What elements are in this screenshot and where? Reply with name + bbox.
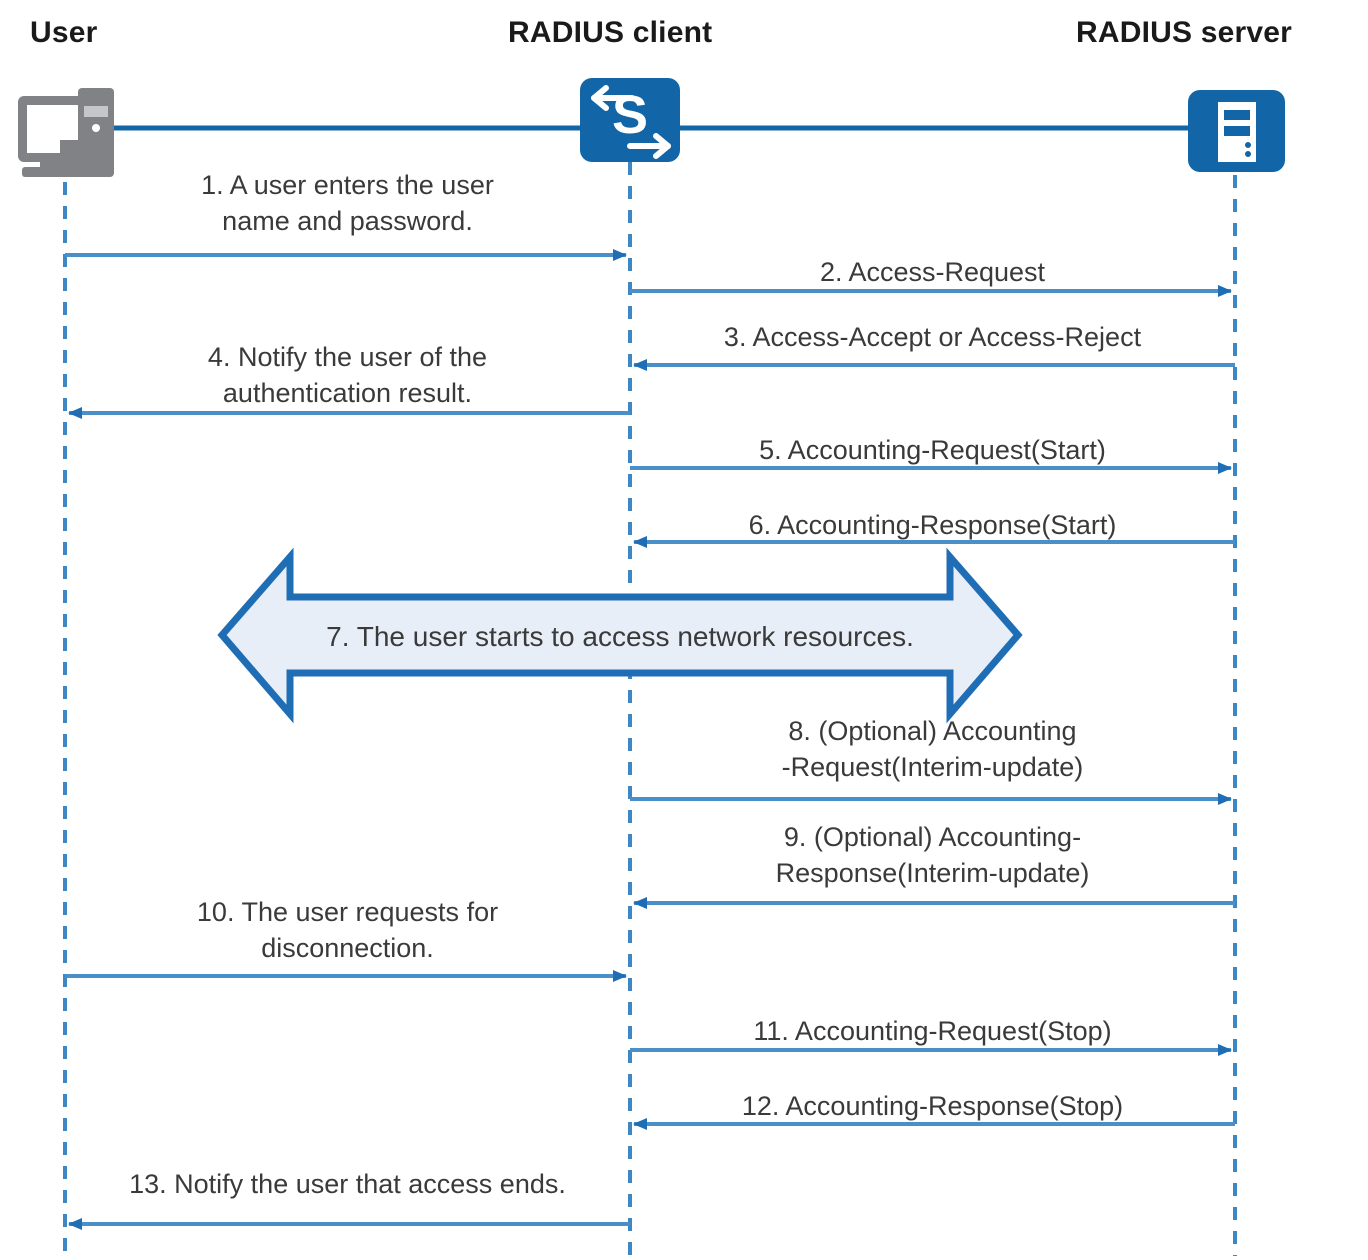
- lifelines-group: [63, 158, 1237, 1256]
- message-label-9: 9. (Optional) Accounting- Response(Inter…: [775, 822, 1090, 888]
- message-arrows-group: [65, 249, 1235, 1230]
- lane-header-radius-client: RADIUS client: [508, 16, 713, 49]
- message-label-11: 11. Accounting-Request(Stop): [753, 1016, 1112, 1046]
- message-label-5: 5. Accounting-Request(Start): [759, 435, 1106, 465]
- desktop-computer-icon: [18, 88, 114, 177]
- switch-icon: S: [580, 78, 680, 162]
- message-label-10: 10. The user requests for disconnection.: [196, 897, 499, 963]
- message-label-2: 2. Access-Request: [819, 257, 1046, 287]
- message-label-13: 13. Notify the user that access ends.: [129, 1169, 566, 1199]
- lane-header-user: User: [30, 16, 98, 49]
- message-label-1: 1. A user enters the user name and passw…: [201, 170, 494, 236]
- lane-header-radius-server: RADIUS server: [1076, 16, 1293, 49]
- server-icon: [1188, 90, 1285, 172]
- message-label-12: 12. Accounting-Response(Stop): [741, 1091, 1124, 1121]
- message-label-3: 3. Access-Accept or Access-Reject: [723, 322, 1142, 352]
- block-arrow-label-step7: 7. The user starts to access network res…: [326, 621, 914, 652]
- svg-text:S: S: [612, 85, 648, 145]
- message-label-4: 4. Notify the user of the authentication…: [207, 342, 488, 408]
- block-arrow-step7: [217, 547, 1023, 724]
- message-label-6: 6. Accounting-Response(Start): [748, 510, 1117, 540]
- message-label-8: 8. (Optional) Accounting -Request(Interi…: [781, 716, 1084, 782]
